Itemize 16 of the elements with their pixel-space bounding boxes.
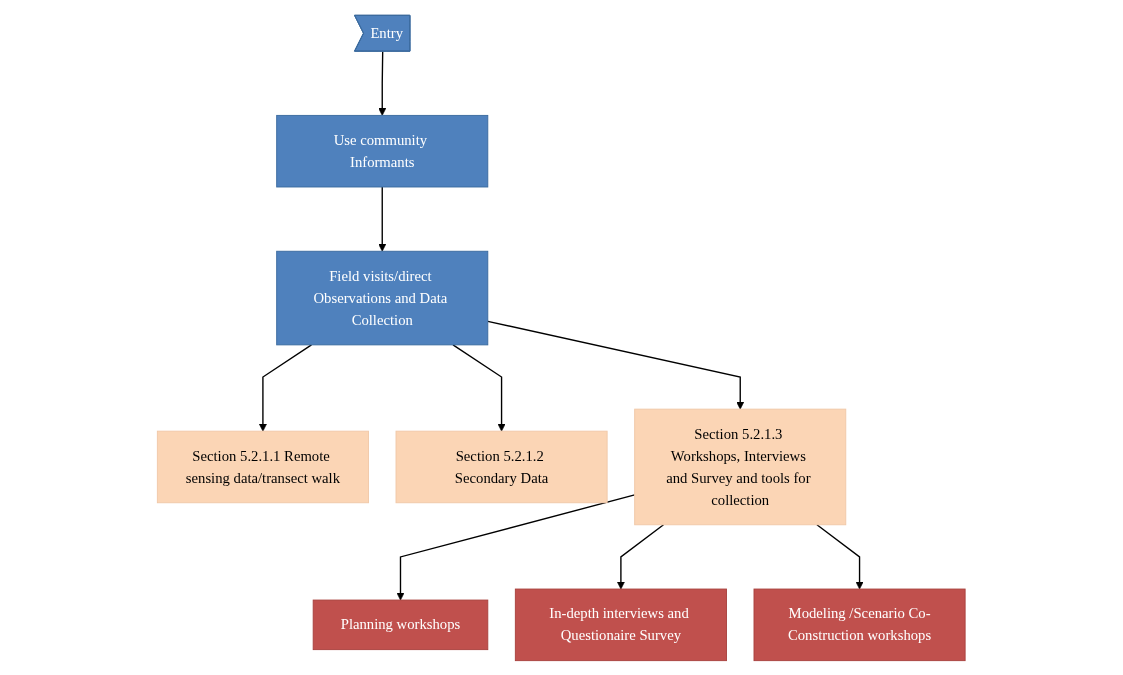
arrow — [816, 523, 864, 589]
node-box: Section 5.2.1.1 Remote sensing data/transect walk — [157, 430, 370, 503]
node-box: Use community Informants — [276, 114, 489, 187]
arrow — [259, 343, 313, 432]
node-box: Field visits/direct Observations and Data Collection — [276, 250, 489, 345]
node-box: Section 5.2.1.2 Secondary Data — [395, 430, 608, 503]
arrow — [396, 493, 636, 600]
node-box: Modeling /Scenario Co-Construction workshops — [753, 588, 966, 661]
arrow — [378, 50, 387, 116]
arrow — [452, 343, 506, 432]
node-box: In-depth interviews and Questionaire Survey — [515, 588, 728, 661]
arrow — [617, 523, 665, 589]
node-box: Section 5.2.1.3 Workshops, Interviews and Survey and tools for collection — [634, 408, 847, 525]
arrow — [487, 320, 745, 409]
arrow — [378, 185, 387, 252]
node-box: Planning workshops — [313, 599, 489, 650]
